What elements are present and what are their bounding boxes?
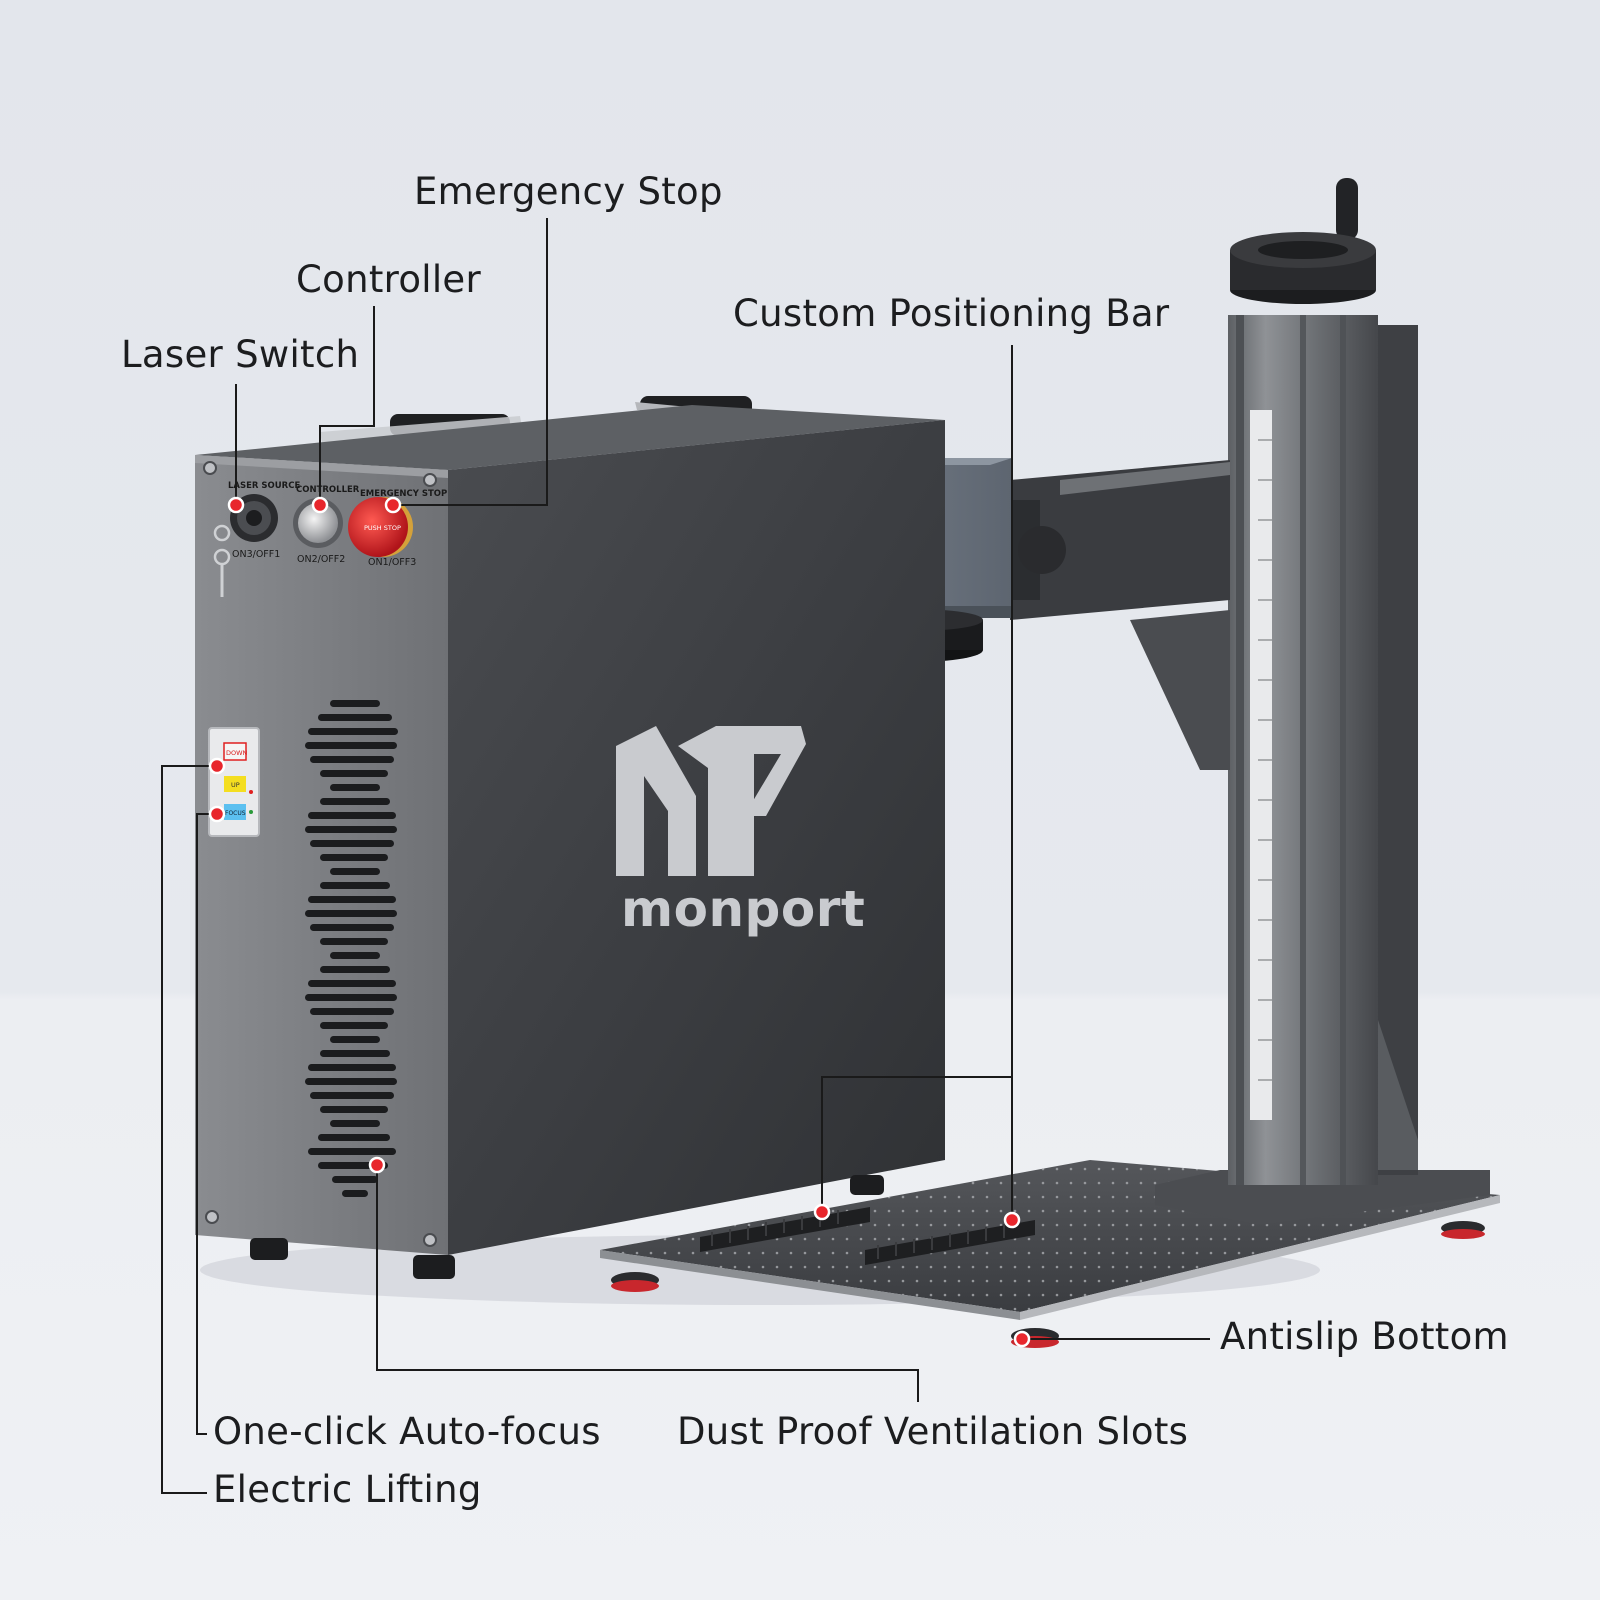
galvo-arm xyxy=(1010,460,1230,770)
controller-caption: CONTROLLER xyxy=(296,485,360,495)
brand-name: monport xyxy=(621,880,866,938)
marker-positioning-bar-left xyxy=(813,1203,831,1221)
callout-antislip-bottom: Antislip Bottom xyxy=(1220,1315,1509,1358)
marker-laser-switch xyxy=(227,496,245,514)
callout-dust-proof-ventilation-slots: Dust Proof Ventilation Slots xyxy=(677,1410,1189,1453)
leader-electric-lifting xyxy=(161,765,217,1494)
on1-off3-caption: ON1/OFF3 xyxy=(368,557,416,568)
up-key-label: UP xyxy=(231,781,240,789)
marker-positioning-bar-right xyxy=(1003,1211,1021,1229)
crank-handle xyxy=(1336,178,1358,240)
callout-controller: Controller xyxy=(296,258,482,301)
positioning-bars xyxy=(700,1207,1035,1265)
marker-emergency-stop xyxy=(384,496,402,514)
push-stop-caption: PUSH STOP xyxy=(364,524,401,532)
brand-logo-mark xyxy=(616,726,806,876)
marker-auto-focus xyxy=(208,805,226,823)
on3-off1-caption: ON3/OFF1 xyxy=(232,549,280,560)
laser-source-caption: LASER SOURCE xyxy=(228,481,300,491)
on2-off2-caption: ON2/OFF2 xyxy=(297,554,345,565)
marker-controller xyxy=(311,496,329,514)
marker-antislip xyxy=(1013,1330,1031,1348)
leader-custom-positioning-bar-branch xyxy=(821,1076,1012,1212)
callout-leaders xyxy=(161,218,1210,1494)
focus-key-label: FOCUS xyxy=(225,810,246,817)
callout-custom-positioning-bar: Custom Positioning Bar xyxy=(733,292,1170,335)
down-key[interactable]: DOWN xyxy=(223,742,248,761)
height-scale xyxy=(1250,410,1272,1120)
callout-one-click-auto-focus: One-click Auto-focus xyxy=(213,1410,601,1453)
down-key-label: DOWN xyxy=(226,749,248,757)
callout-electric-lifting: Electric Lifting xyxy=(213,1468,482,1511)
marker-dust-proof xyxy=(368,1156,386,1174)
laser-marking-stand xyxy=(600,178,1500,1348)
ventilation-slots xyxy=(305,700,398,1197)
leader-auto-focus xyxy=(196,813,217,1435)
focus-key[interactable]: FOCUS xyxy=(224,804,246,820)
lifting-column xyxy=(1228,178,1418,1185)
leader-dust-proof xyxy=(376,1165,919,1402)
marker-electric-lifting xyxy=(208,757,226,775)
callout-emergency-stop: Emergency Stop xyxy=(414,170,723,213)
leader-controller xyxy=(319,306,375,505)
controller-power-button[interactable] xyxy=(293,498,343,548)
up-key[interactable]: UP xyxy=(224,776,246,792)
callout-laser-switch: Laser Switch xyxy=(121,333,360,376)
callout-markers xyxy=(208,496,1031,1348)
key-icon xyxy=(213,524,231,597)
control-box: LASER SOURCE CONTROLLER EMERGENCY STOP O… xyxy=(195,396,945,1279)
leader-emergency-stop xyxy=(393,218,548,506)
emergency-stop-caption: EMERGENCY STOP xyxy=(360,489,447,499)
